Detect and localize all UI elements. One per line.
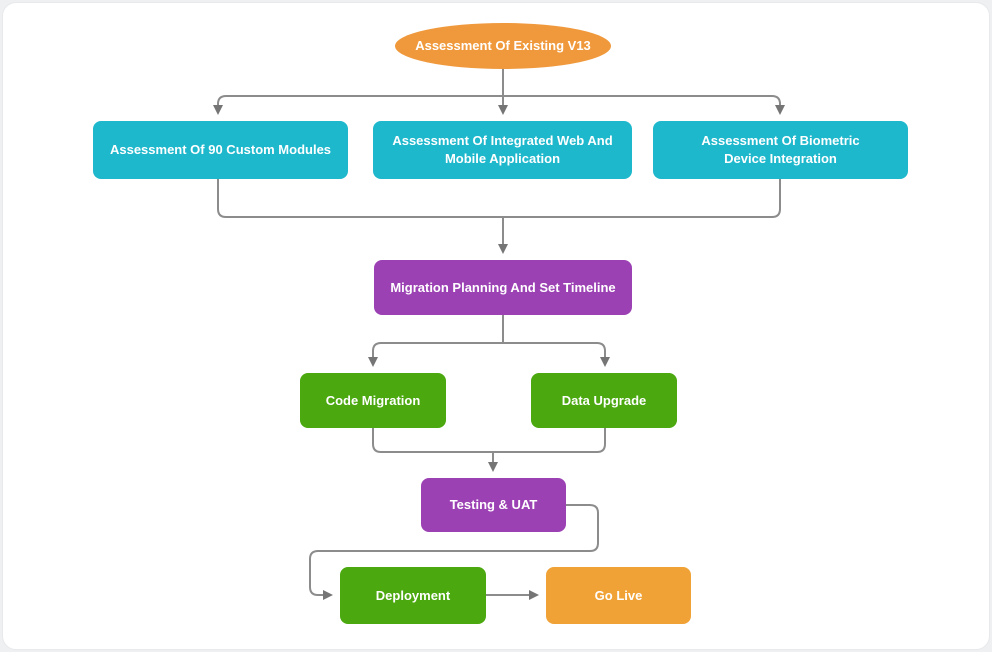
- node-data-upgrade: Data Upgrade: [531, 373, 677, 428]
- edge-data-merge: [493, 428, 606, 453]
- node-migration-planning: Migration Planning And Set Timeline: [374, 260, 632, 315]
- node-go-live: Go Live: [546, 567, 691, 624]
- edge-plan-to-code: [368, 342, 503, 367]
- node-code-migration: Code Migration: [300, 373, 446, 428]
- node-label: Assessment Of 90 Custom Modules: [109, 142, 332, 158]
- node-label: Go Live: [594, 587, 643, 603]
- edge-merge-right: [503, 179, 781, 218]
- edge-root-to-right: [503, 95, 785, 115]
- node-testing-uat: Testing & UAT: [421, 478, 566, 532]
- node-assessment-90-custom-modules: Assessment Of 90 Custom Modules: [93, 121, 348, 179]
- node-label: Assessment Of Existing V13: [415, 38, 591, 54]
- node-label: Code Migration: [325, 392, 421, 408]
- node-label: Data Upgrade: [561, 392, 647, 408]
- connector-layer: [213, 69, 785, 600]
- node-label: Testing & UAT: [449, 497, 538, 513]
- node-label: Assessment Of Integrated Web And Mobile …: [392, 133, 613, 166]
- edge-code-merge: [372, 428, 493, 453]
- edge-merge-left: [217, 179, 503, 218]
- edge-plan-to-data: [503, 342, 610, 367]
- node-deployment: Deployment: [340, 567, 486, 624]
- node-assessment-existing-v13: Assessment Of Existing V13: [395, 23, 611, 69]
- node-label: Assessment Of Biometric Device Integrati…: [701, 133, 860, 166]
- edge-root-to-left: [213, 95, 503, 115]
- node-assessment-integrated-web-mobile: Assessment Of Integrated Web And Mobile …: [373, 121, 632, 179]
- node-label: Deployment: [375, 587, 451, 603]
- node-label: Migration Planning And Set Timeline: [390, 279, 616, 295]
- node-assessment-biometric-device: Assessment Of Biometric Device Integrati…: [653, 121, 908, 179]
